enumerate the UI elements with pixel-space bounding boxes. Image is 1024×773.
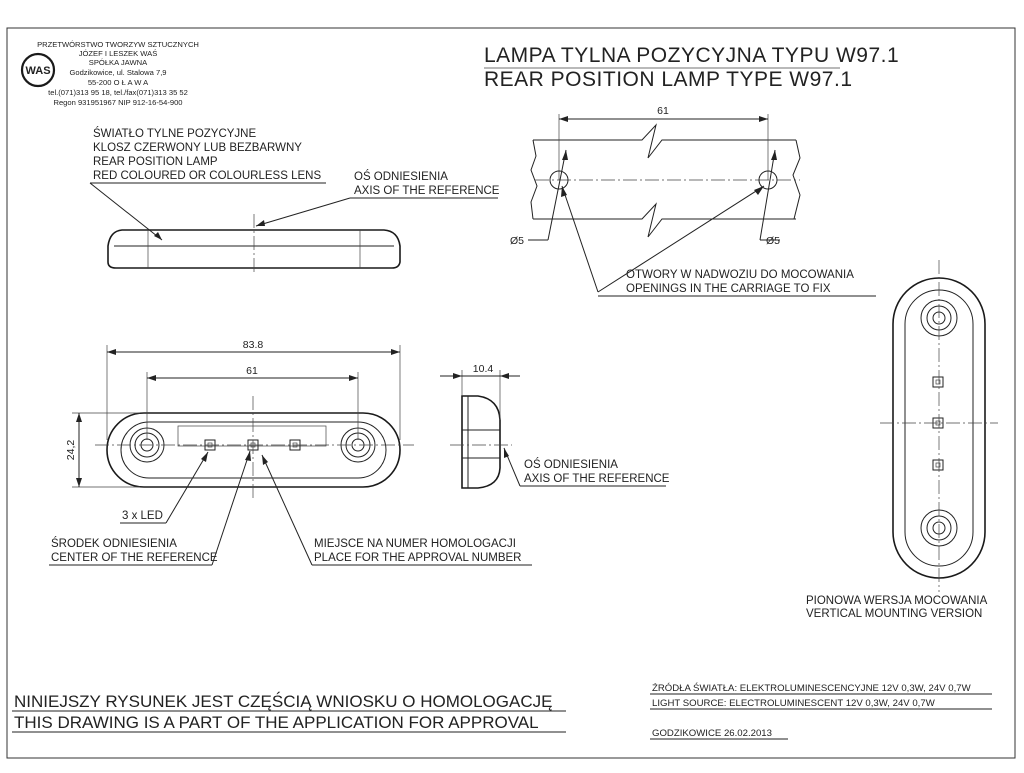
- side-view: ŚWIATŁO TYLNE POZYCYJNE KLOSZ CZERWONY L…: [89, 127, 500, 274]
- height-dimension: 24,2: [65, 440, 77, 461]
- length-dimension: 83.8: [243, 339, 264, 351]
- approval-place-label-line: PLACE FOR THE APPROVAL NUMBER: [314, 552, 521, 564]
- company-logo: WAS: [20, 52, 56, 88]
- axis-label-line: AXIS OF THE REFERENCE: [354, 185, 500, 197]
- light-source-en: LIGHT SOURCE: ELECTROLUMINESCENT 12V 0,3…: [652, 698, 936, 709]
- title-en: REAR POSITION LAMP TYPE W97.1: [484, 68, 853, 91]
- mounting-spacing-dimension: 61: [657, 105, 669, 117]
- drawing-title: LAMPA TYLNA POZYCYJNA TYPU W97.1 REAR PO…: [484, 44, 899, 91]
- approval-statement-pl: NINIEJSZY RYSUNEK JEST CZĘŚCIĄ WNIOSKU O…: [14, 692, 552, 711]
- company-line: Godzikowice, ul. Stalowa 7,9: [69, 68, 166, 77]
- company-line: SPÓŁKA JAWNA: [89, 58, 148, 67]
- approval-statement-en: THIS DRAWING IS A PART OF THE APPLICATIO…: [14, 713, 539, 732]
- company-line: JÓZEF I LESZEK WAŚ: [79, 49, 158, 58]
- company-block: WAS PRZETWÓRSTWO TWORZYW SZTUCZNYCH JÓZE…: [20, 40, 199, 107]
- lamp-label-line: ŚWIATŁO TYLNE POZYCYJNE: [93, 127, 256, 140]
- center-ref-label-line: CENTER OF THE REFERENCE: [51, 552, 218, 564]
- hole-diameter-left: Ø5: [510, 235, 524, 247]
- openings-label-line: OPENINGS IN THE CARRIAGE TO FIX: [626, 283, 831, 295]
- profile-axis-label-line: AXIS OF THE REFERENCE: [524, 473, 670, 485]
- title-pl: LAMPA TYLNA POZYCYJNA TYPU W97.1: [484, 44, 899, 67]
- openings-label-line: OTWORY W NADWOZIU DO MOCOWANIA: [626, 269, 854, 281]
- logo-letters: WAS: [25, 65, 50, 77]
- profile-axis-label-line: OŚ ODNIESIENIA: [524, 458, 618, 471]
- sheet-border: [6, 27, 1016, 759]
- lamp-label-line: RED COLOURED OR COLOURLESS LENS: [93, 170, 321, 182]
- axis-label-line: OŚ ODNIESIENIA: [354, 170, 448, 183]
- company-line: PRZETWÓRSTWO TWORZYW SZTUCZNYCH: [37, 40, 199, 49]
- profile-view: 10.4 OŚ ODNIESIENIA AXIS OF THE REFERENC…: [440, 363, 670, 489]
- footer: NINIEJSZY RYSUNEK JEST CZĘŚCIĄ WNIOSKU O…: [12, 682, 992, 740]
- vertical-mounting-view: PIONOWA WERSJA MOCOWANIA VERTICAL MOUNTI…: [806, 260, 998, 620]
- place-date: GODZIKOWICE 26.02.2013: [652, 728, 772, 739]
- hole-diameter-right: Ø5: [766, 235, 780, 247]
- hole-spacing-dimension: 61: [246, 365, 258, 377]
- lamp-label-line: REAR POSITION LAMP: [93, 156, 218, 168]
- mounting-view: 61 Ø5 Ø5 OTWORY W NADWOZIU DO MOCOWANIA …: [510, 105, 876, 297]
- company-line: Regon 931951967 NIP 912-16-54-900: [53, 98, 182, 107]
- lamp-label-line: KLOSZ CZERWONY LUB BEZBARWNY: [93, 142, 302, 154]
- company-line: tel.(071)313 95 18, tel./fax(071)313 35 …: [48, 88, 188, 97]
- mounting-hole-left: [549, 170, 569, 190]
- approval-place-label-line: MIEJSCE NA NUMER HOMOLOGACJI: [314, 538, 516, 550]
- led-count-label: 3 x LED: [122, 510, 163, 522]
- vertical-caption-line: VERTICAL MOUNTING VERSION: [806, 608, 982, 620]
- vertical-caption-line: PIONOWA WERSJA MOCOWANIA: [806, 595, 988, 607]
- depth-dimension: 10.4: [473, 363, 494, 375]
- center-ref-label-line: ŚRODEK ODNIESIENIA: [51, 537, 177, 550]
- light-source-pl: ŹRÓDŁA ŚWIATŁA: ELEKTROLUMINESCENCYJNE 1…: [652, 682, 972, 694]
- company-line: 55-200 O Ł A W A: [88, 78, 149, 87]
- front-view: 83.8 61 24,2 3 x LED ŚRODEK ODNIESIENIA …: [49, 339, 532, 566]
